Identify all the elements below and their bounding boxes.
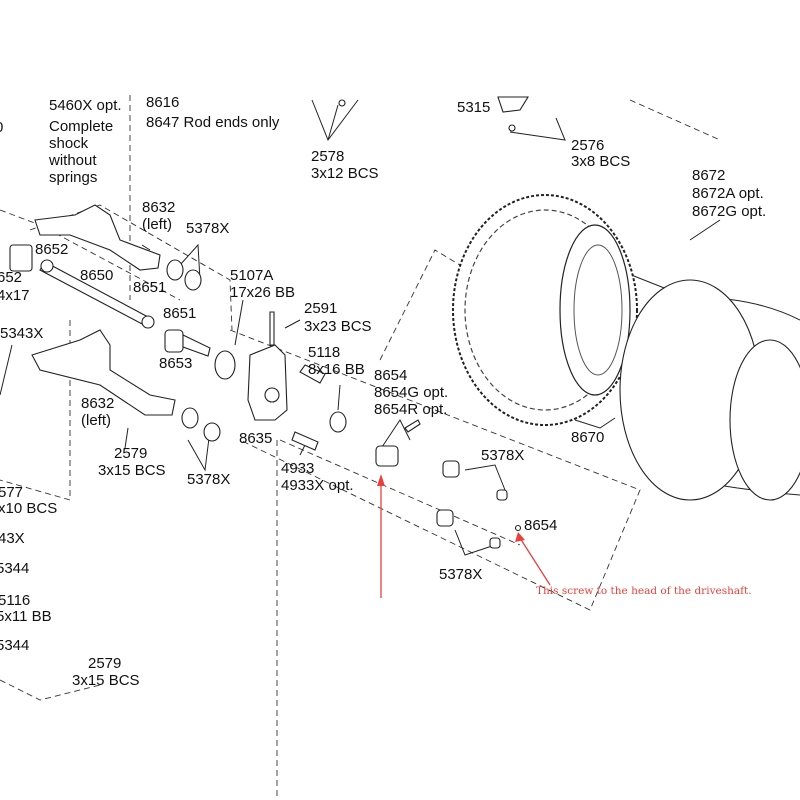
label: 8672G opt. [692,203,766,220]
label: 5118 [308,344,340,361]
label: 8654R opt. [374,401,447,418]
label: 3x12 BCS [311,165,379,182]
label: 3x15 BCS [98,462,166,479]
label: 2579 [88,655,121,672]
label: 43X [0,530,25,547]
label: 5378X [481,447,524,464]
label: 8651 [133,279,166,296]
lower-arm [31,329,176,416]
driveshaft [9,244,155,329]
annotation-note: This screw to the head of the driveshaft… [536,585,752,597]
label: 4933 [281,460,314,477]
label: 8672 [692,167,725,184]
pins-and-screws [269,99,516,451]
label: springs [49,169,97,186]
label: 8x16 BB [308,361,365,378]
label: 5116 [0,592,30,609]
label: (left) [142,216,172,233]
label: 3x23 BCS [304,318,372,335]
label: 5343X [0,325,43,342]
shock-top-part [497,96,529,113]
label: 8654G opt. [374,384,448,401]
label: 8654 [524,517,557,534]
label: 5378X [187,471,230,488]
label: 5107A [230,267,273,284]
label: 17x26 BB [230,284,295,301]
label: 8651 [163,305,196,322]
wheel-bearings [436,460,522,549]
label: 5344 [0,637,29,654]
label: 8653 [159,355,192,372]
label: 3x15 BCS [72,672,140,689]
upper-arm [34,204,161,271]
part-labels: 0 5460X opt. Complete shock without spri… [0,94,766,689]
label: 8652 [35,241,68,258]
label: 8635 [239,430,272,447]
label: 5378X [439,566,482,583]
label: Complete [49,118,113,135]
label: x10 BCS [0,500,57,517]
label: 5344 [0,560,29,577]
label: without [48,152,97,169]
label: 8654 [374,367,407,384]
label: 2591 [304,300,337,317]
tire-insert [619,279,800,501]
label: 4x17 [0,287,30,304]
label: 0 [0,119,3,136]
stub-axle [164,329,211,357]
hex-hub [375,445,399,467]
label: shock [49,135,89,152]
label: 2578 [311,148,344,165]
label: 4933X opt. [281,477,354,494]
bearings-and-seals [166,259,347,442]
label: (left) [81,412,111,429]
label: 5378X [186,220,229,237]
label: 8670 [571,429,604,446]
label: 2576 [571,137,604,154]
label: 8647 Rod ends only [146,114,280,131]
label: 8632 [142,199,175,216]
annotation-arrows [377,474,551,598]
label: 577 [0,484,23,501]
label: 8632 [81,395,114,412]
tire [452,194,638,426]
label: 8616 [146,94,179,111]
carrier [247,344,288,421]
label: 5460X opt. [49,97,122,114]
label: 2579 [114,445,147,462]
label: 8672A opt. [692,185,764,202]
label: 8650 [80,267,113,284]
label: 3x8 BCS [571,153,630,170]
label: 5x11 BB [0,608,52,625]
label: 652 [0,269,22,286]
label: 5315 [457,99,490,116]
